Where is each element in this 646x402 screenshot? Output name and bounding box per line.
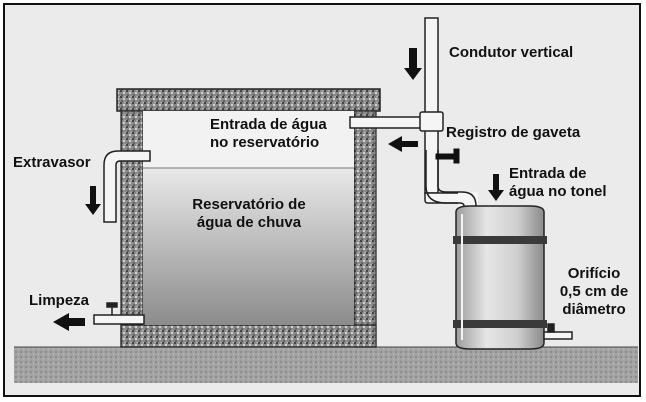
cleaning-pipe	[93, 302, 145, 325]
label-condutor-vertical: Condutor vertical	[449, 44, 574, 61]
valve-icon	[435, 148, 460, 164]
overflow-pipe	[103, 150, 151, 223]
reservoir-left-wall	[120, 110, 144, 348]
label-registro-gaveta: Registro de gaveta	[446, 124, 581, 141]
vertical-conductor	[349, 17, 479, 214]
reservoir-right-wall	[353, 110, 377, 348]
label-entrada-tonel: Entrada de água no tonel	[509, 165, 607, 200]
reservoir-roof	[116, 88, 381, 112]
ground	[14, 347, 638, 383]
reservoir-water	[143, 168, 354, 325]
rain-barrel	[453, 205, 547, 350]
label-limpeza: Limpeza	[29, 292, 90, 309]
flow-arrow-icon	[53, 48, 504, 331]
label-reservatorio: Reservatório de água de chuva	[192, 196, 306, 231]
reservoir-floor	[120, 324, 377, 348]
label-extravasor: Extravasor	[13, 154, 91, 171]
label-entrada-reservatorio: Entrada de água no reservatório	[210, 116, 327, 151]
orifice-spout	[543, 323, 573, 340]
label-orificio: Orifício 0,5 cm de diâmetro	[559, 265, 629, 318]
